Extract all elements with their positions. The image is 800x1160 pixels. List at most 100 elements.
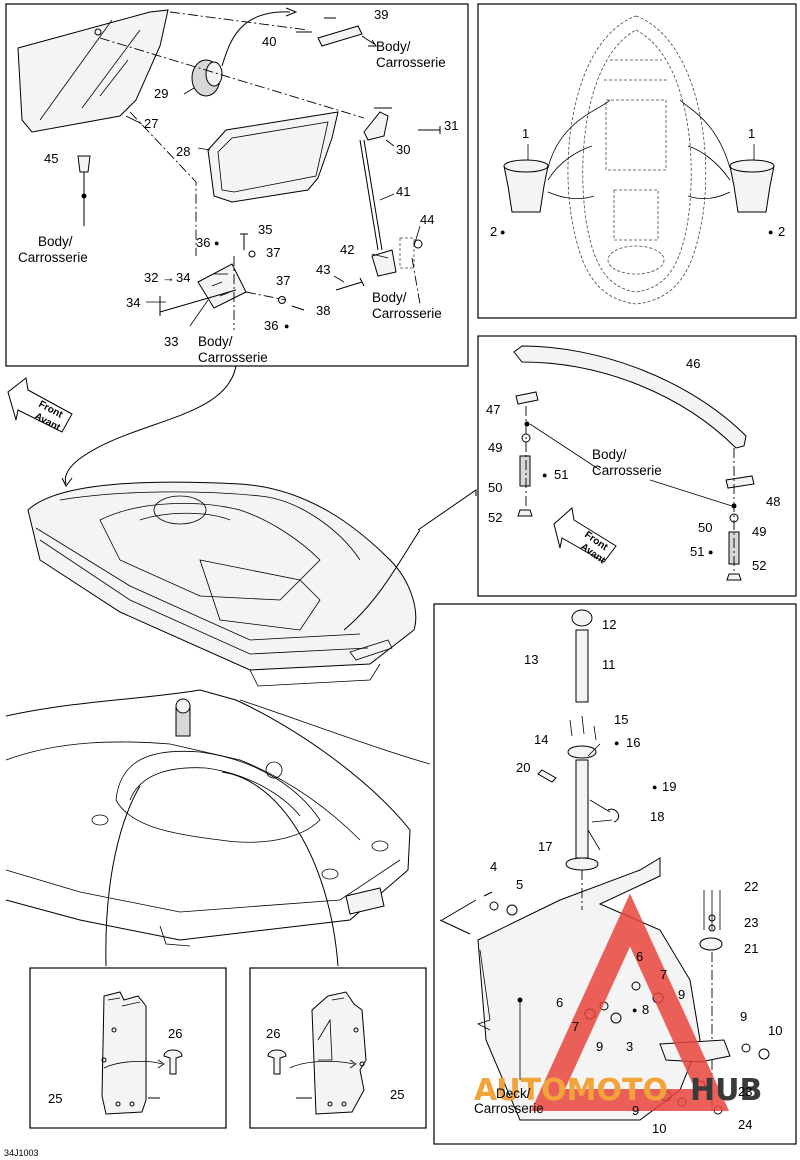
part-1-cup-holder-left <box>503 165 549 213</box>
boat-steering <box>153 495 207 525</box>
callout-1: 1 <box>522 126 529 141</box>
part-12-cap <box>571 609 593 627</box>
callout-9: 9 <box>632 1103 639 1118</box>
boat-hull <box>27 481 417 671</box>
callout-37: 37 <box>276 273 290 288</box>
callout-16: 16 <box>626 735 640 750</box>
callout-40: 40 <box>262 34 276 49</box>
panel-top-left-drawing <box>17 7 441 487</box>
boat-footwell <box>115 750 321 843</box>
part-35-screw <box>240 233 248 250</box>
part-50-stud <box>519 455 531 487</box>
callout-6: 6 <box>636 949 643 964</box>
callout-35: 35 <box>258 222 272 237</box>
callout-37: 37 <box>266 245 280 260</box>
callout-25: 25 <box>48 1091 62 1106</box>
front-arrow-left <box>7 377 73 433</box>
boat-stern-drawing <box>5 689 431 967</box>
carrosserie-label: Carrosserie <box>376 55 446 70</box>
part-25-cover-right <box>311 991 367 1115</box>
callout-36: 36 <box>264 318 278 333</box>
callout-15: 15 <box>614 712 628 727</box>
part-pylon-tube <box>575 759 589 859</box>
bottom-right-detail <box>267 991 367 1115</box>
bottom-left-detail <box>101 991 183 1115</box>
part-34-hinge <box>197 263 247 309</box>
callout-25: 25 <box>390 1087 404 1102</box>
callout-51: 51 <box>554 467 568 482</box>
callout-20: 20 <box>516 760 530 775</box>
callout-51: 51 <box>690 544 704 559</box>
callout-52: 52 <box>488 510 502 525</box>
part-47-gasket <box>515 391 539 405</box>
callout-3: 3 <box>626 1039 633 1054</box>
figure-code: 34J1003 <box>4 1148 39 1158</box>
part-31-screw <box>418 126 441 134</box>
carrosserie-label: Carrosserie <box>592 463 662 478</box>
body-label: Body/ <box>376 39 411 54</box>
part-27-panel <box>17 9 169 133</box>
panel-top-right <box>477 3 797 319</box>
callout-21: 21 <box>744 941 758 956</box>
callout-42: 42 <box>340 242 354 257</box>
part-41-strut <box>359 139 383 251</box>
callout-48: 48 <box>766 494 780 509</box>
part-28-frame <box>207 111 339 203</box>
part-20-pin <box>537 769 557 783</box>
callout-31: 31 <box>444 118 458 133</box>
callout-43: 43 <box>316 262 330 277</box>
part-48-gasket <box>725 475 755 489</box>
watermark <box>530 893 730 1111</box>
drop-icon: ● <box>500 227 505 237</box>
part-44-washer <box>413 239 423 249</box>
callout-34: 34 <box>126 295 140 310</box>
callout-52: 52 <box>752 558 766 573</box>
callout-49: 49 <box>752 524 766 539</box>
panel-middle-right-drawing <box>513 345 755 581</box>
callout-2: 2 <box>490 224 497 239</box>
callout-5: 5 <box>516 877 523 892</box>
callout-46: 46 <box>686 356 700 371</box>
drop-icon: ● <box>708 547 713 557</box>
part-44-mount <box>399 237 415 269</box>
body-label: Body/ <box>198 334 233 349</box>
part-42-bracket <box>371 249 397 277</box>
watermark-text: AUTOMOTO <box>474 1073 668 1108</box>
callout-8: 8 <box>642 1002 649 1017</box>
main-boat-drawing <box>27 481 477 687</box>
callout-7: 7 <box>572 1019 579 1034</box>
callout-10: 10 <box>768 1023 782 1038</box>
part-1-cup-holder-right <box>729 165 775 213</box>
callout-30: 30 <box>396 142 410 157</box>
callout-4: 4 <box>490 859 497 874</box>
body-label: Body/ <box>592 447 627 462</box>
callout-12: 12 <box>602 617 616 632</box>
callout-33: 33 <box>164 334 178 349</box>
callout-2: 2 <box>778 224 785 239</box>
part-26-clip-right <box>267 1049 287 1075</box>
callout-9: 9 <box>740 1009 747 1024</box>
callout-9: 9 <box>596 1039 603 1054</box>
callout-47: 47 <box>486 402 500 417</box>
watermark-text-hub: HUB <box>690 1073 762 1108</box>
boat-stern-outline <box>5 689 411 941</box>
carrosserie-label: Carrosserie <box>474 1101 544 1116</box>
callout-32: 32 <box>144 270 158 285</box>
drop-icon: ● <box>768 227 773 237</box>
part-43-bolt <box>335 277 365 291</box>
callout-9: 9 <box>678 987 685 1002</box>
callout-34: 34 <box>176 270 190 285</box>
callout-19: 19 <box>662 779 676 794</box>
callout-14: 14 <box>534 732 548 747</box>
part-22-bolts <box>703 890 721 930</box>
panel-bottom-right <box>433 603 797 1145</box>
callout-27: 27 <box>144 116 158 131</box>
front-arrow <box>553 507 617 563</box>
callout-28: 28 <box>176 144 190 159</box>
arrow-icon: → <box>162 270 175 285</box>
callout-7: 7 <box>660 967 667 982</box>
callout-39: 39 <box>374 7 388 22</box>
callout-50: 50 <box>488 480 502 495</box>
body-label: Body/ <box>38 234 73 249</box>
